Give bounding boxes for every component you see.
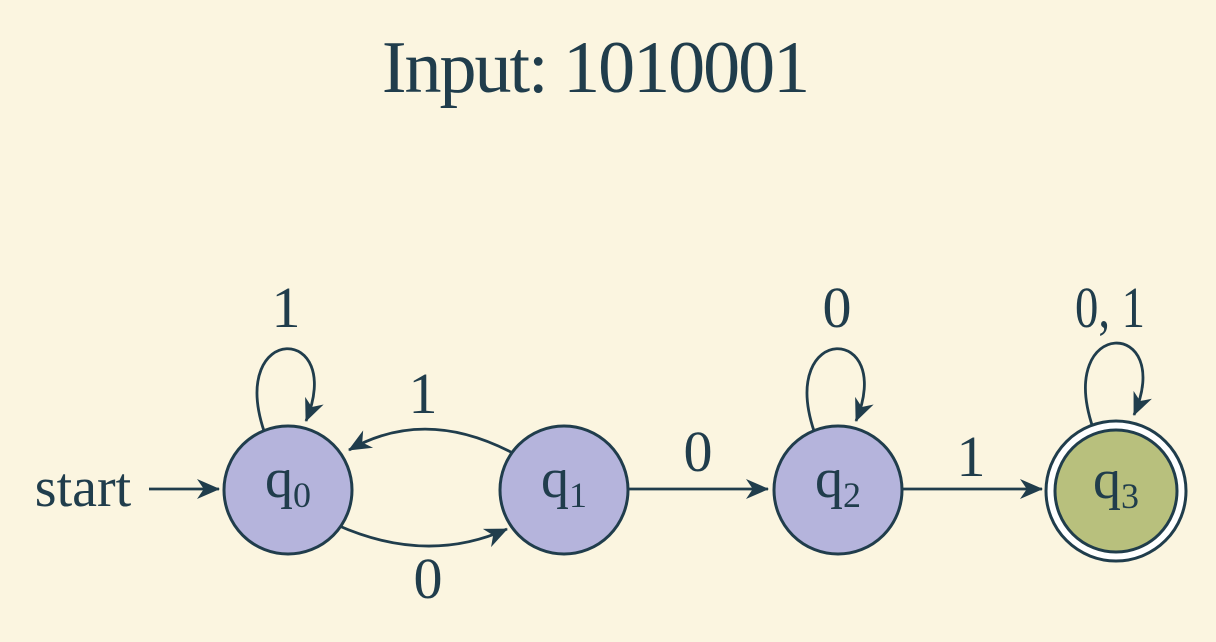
state-q1-label: q1	[541, 448, 587, 515]
state-q2-label-sub: 2	[843, 475, 861, 515]
state-q0-label: q0	[265, 448, 311, 515]
transition-q0-q1-path	[336, 523, 508, 548]
state-q3-label-sub: 3	[1121, 476, 1139, 516]
state-q2-label: q2	[815, 448, 861, 515]
states-layer: q0 q1 q2 q3	[222, 419, 1188, 563]
transition-q0-q1-label: 0	[414, 546, 443, 611]
state-q3-circle	[1053, 428, 1179, 554]
transition-q2-q3-label: 1	[957, 424, 986, 489]
state-q1-label-base: q	[541, 448, 569, 510]
state-q3-label: q3	[1093, 449, 1139, 516]
state-q1-circle	[498, 424, 630, 556]
transition-q3-q3-path	[1084, 341, 1152, 429]
state-q1-label-sub: 1	[569, 475, 587, 515]
transition-q1-q0-path	[348, 427, 521, 459]
state-q0-circle	[222, 424, 354, 556]
start-label: start	[35, 457, 132, 519]
state-q0-label-sub: 0	[293, 475, 311, 515]
transition-q2-q2-path	[805, 347, 874, 432]
transition-q1-q2-label: 0	[684, 419, 713, 484]
state-q2-circle	[772, 424, 904, 556]
transition-q2-q2-label: 0	[823, 275, 852, 340]
transition-q0-q0-path	[255, 347, 324, 432]
state-q3-label-base: q	[1093, 449, 1121, 511]
transitions-layer: 1 1 0 0 0 1 0, 1 start	[35, 275, 1152, 611]
transition-q0-q0-label: 1	[272, 275, 301, 340]
page-title: Input: 1010001	[381, 27, 810, 109]
state-q2-label-base: q	[815, 448, 843, 510]
state-q0-label-base: q	[265, 448, 293, 510]
transition-q1-q0-label: 1	[409, 361, 438, 426]
transition-q3-q3-label: 0, 1	[1075, 275, 1145, 340]
